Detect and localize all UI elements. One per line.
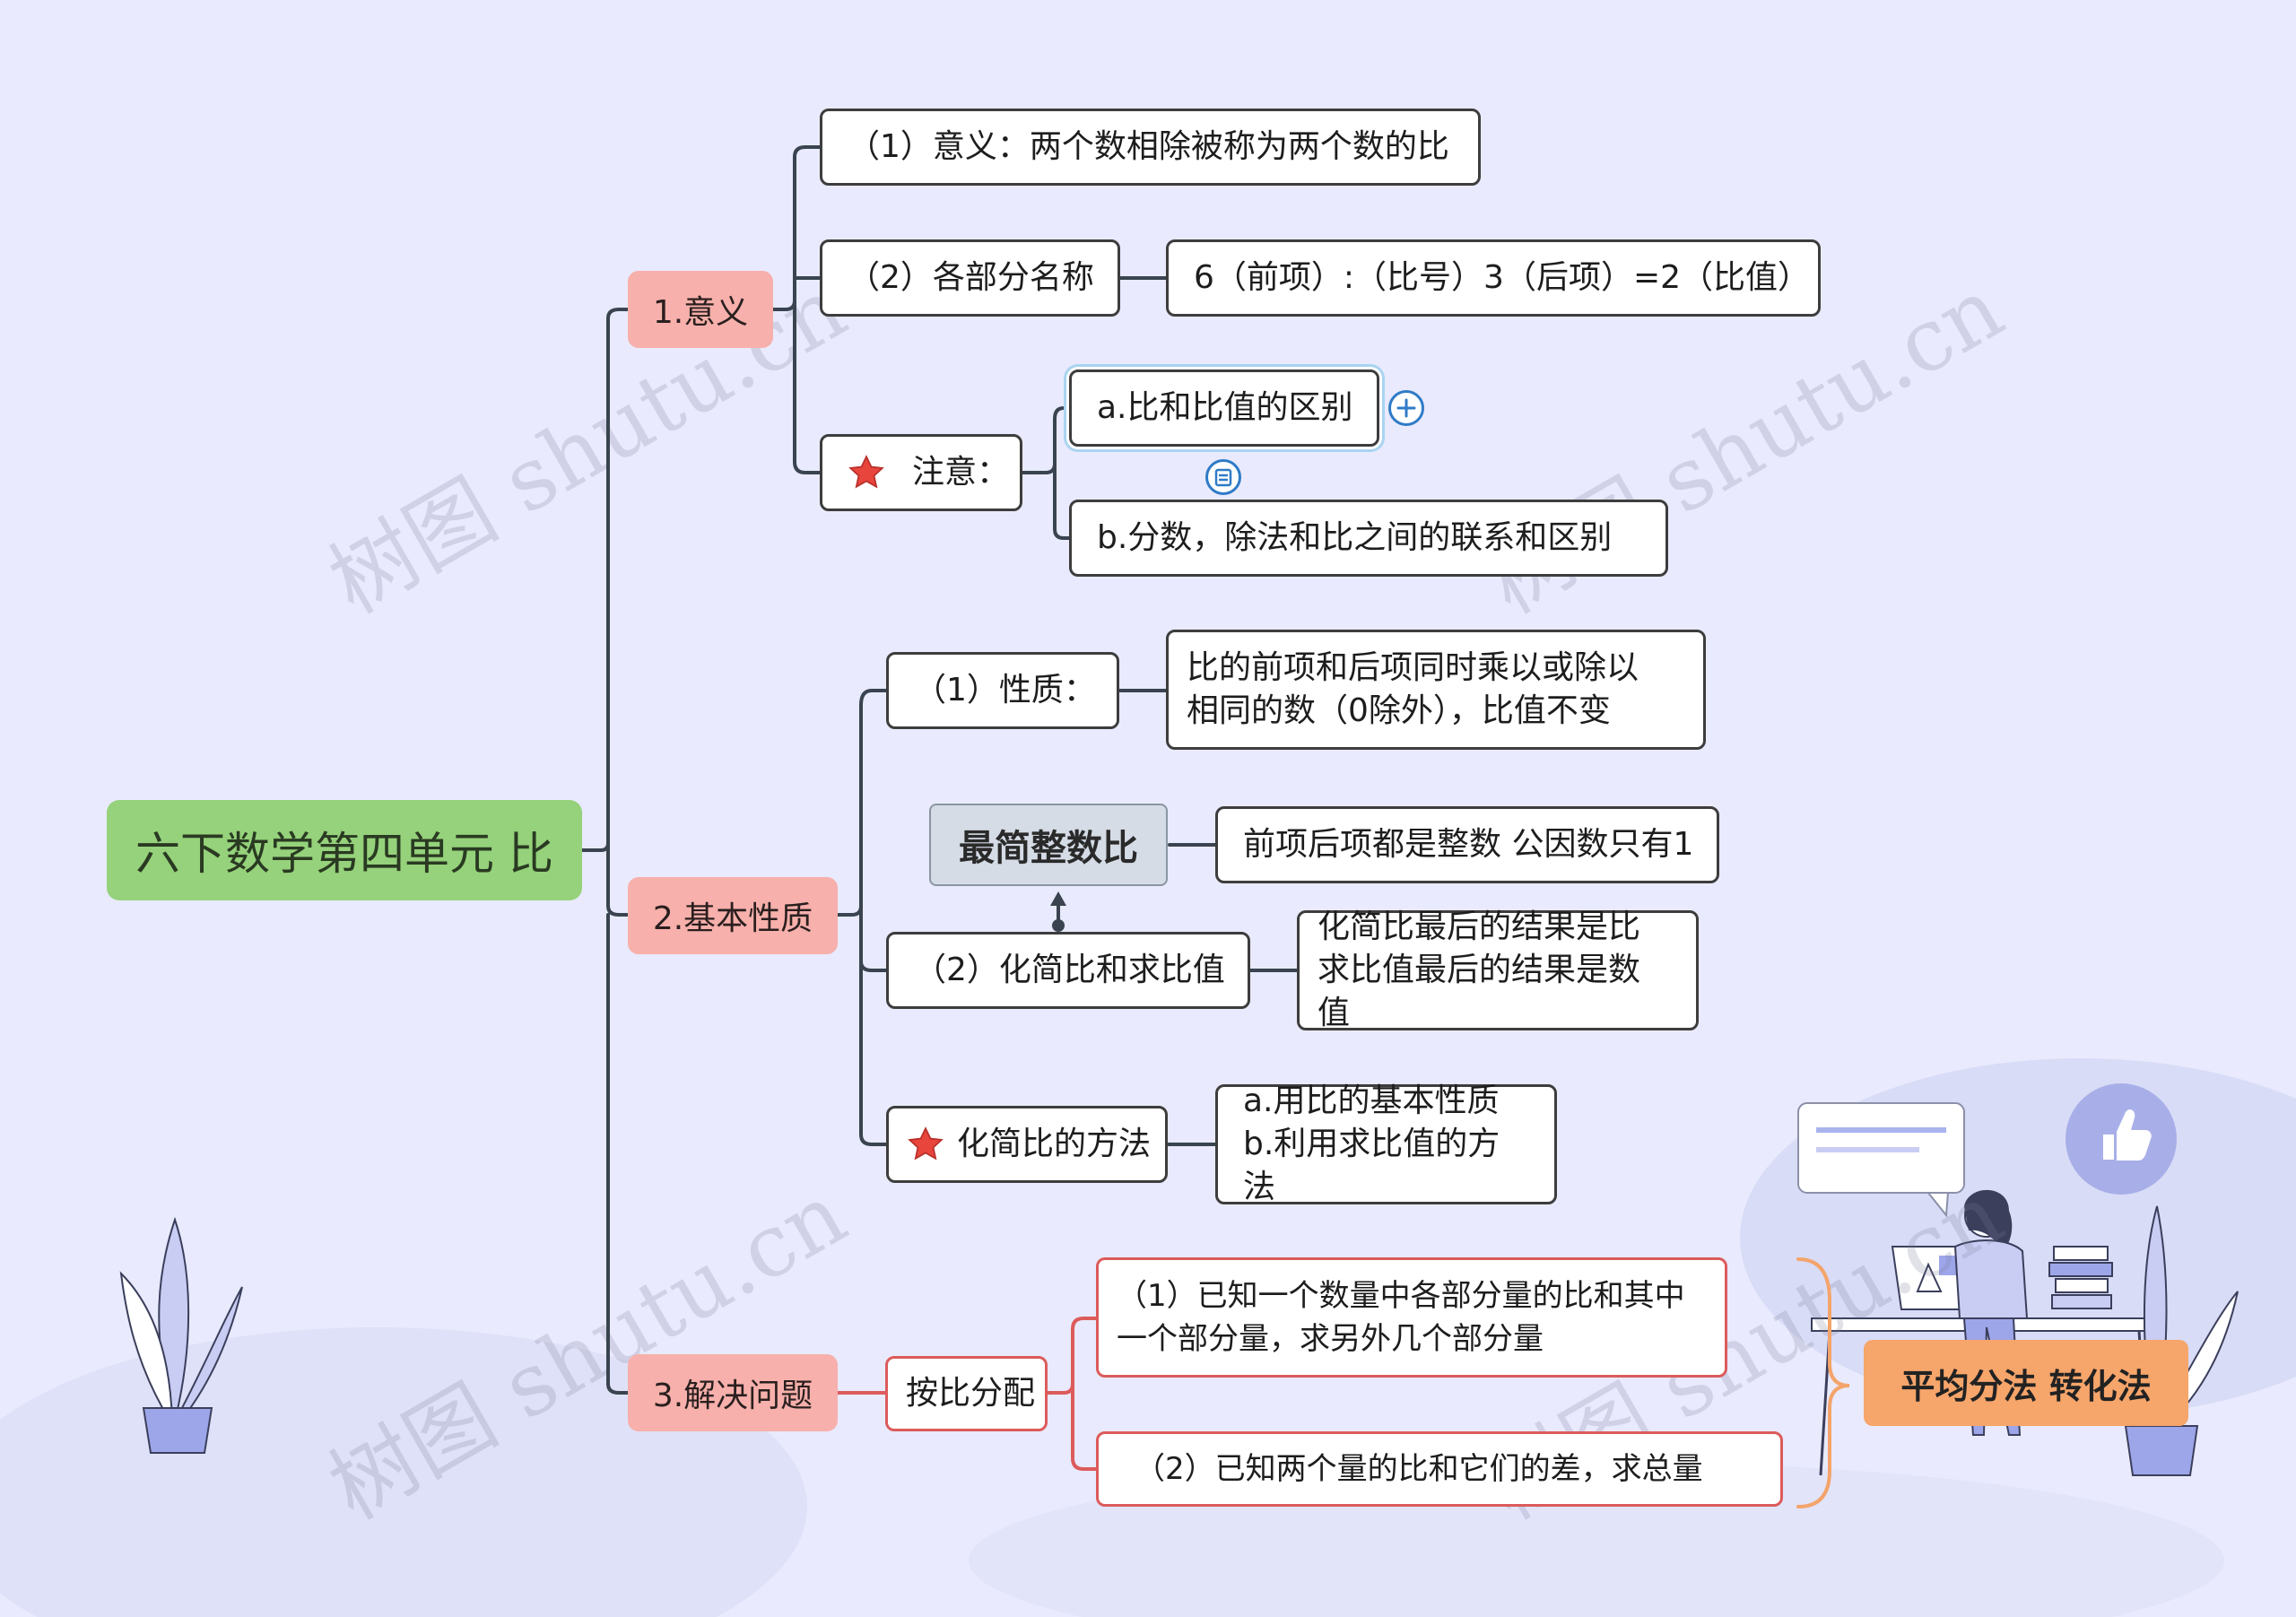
branch-basic-property[interactable]: 2.基本性质: [628, 877, 838, 954]
root-topic[interactable]: 六下数学第四单元 比: [107, 800, 582, 900]
text-line: a.用比的基本性质: [1243, 1082, 1500, 1119]
topic-simplify-detail[interactable]: 化简比最后的结果是比 求比值最后的结果是数值: [1297, 908, 1699, 1031]
topic-notice-a[interactable]: a.比和比值的区别: [1069, 369, 1379, 447]
plus-icon: [1396, 398, 1416, 418]
topic-part-names[interactable]: （2）各部分名称: [820, 239, 1120, 317]
star-icon: [908, 1126, 944, 1161]
text-block: 比的前项和后项同时乘以或除以 相同的数（0除外），比值不变: [1187, 647, 1639, 733]
topic-simplest-ratio-detail[interactable]: 前项后项都是整数 公因数只有1: [1215, 806, 1719, 883]
topic-proportional-distribution-label: 按比分配: [906, 1375, 1036, 1412]
topic-distribution-case-2[interactable]: （2）已知两个量的比和它们的差，求总量: [1096, 1431, 1783, 1507]
attachment-icon: [1214, 468, 1232, 487]
topic-distribution-case-2-label: （2）已知两个量的比和它们的差，求总量: [1135, 1451, 1703, 1487]
plant-illustration-left: [119, 1216, 243, 1454]
topic-simplify-and-ratio-value[interactable]: （2）化简比和求比值: [886, 932, 1250, 1009]
floating-topic-simplest-ratio[interactable]: 最简整数比: [929, 804, 1168, 886]
star-icon: [848, 455, 884, 489]
topic-part-names-example[interactable]: 6（前项）:（比号）3（后项）=2（比值）: [1166, 239, 1821, 317]
topic-simplify-label: （2）化简比和求比值: [914, 952, 1225, 988]
topic-notice[interactable]: 注意：: [820, 434, 1022, 511]
topic-notice-b-label: b.分数，除法和比之间的联系和区别: [1097, 519, 1613, 556]
topic-notice-a-label: a.比和比值的区别: [1097, 389, 1353, 426]
text-line: 相同的数（0除外），比值不变: [1187, 692, 1611, 729]
topic-notice-label: 注意：: [912, 454, 1010, 491]
topic-simplest-ratio-detail-label: 前项后项都是整数 公因数只有1: [1243, 826, 1694, 863]
text-line: b.利用求比值的方法: [1243, 1126, 1500, 1205]
topic-part-names-example-label: 6（前项）:（比号）3（后项）=2（比值）: [1194, 259, 1811, 296]
topic-notice-b[interactable]: b.分数，除法和比之间的联系和区别: [1069, 500, 1668, 577]
topic-distribution-case-1-label: （1）已知一个数量中各部分量的比和其中 一个部分量，求另外几个部分量: [1117, 1278, 1685, 1357]
topic-property[interactable]: （1）性质：: [886, 652, 1119, 729]
text-line: 比的前项和后项同时乘以或除以: [1187, 649, 1639, 686]
topic-part-names-label: （2）各部分名称: [848, 259, 1094, 296]
topic-definition-label: （1）意义：两个数相除被称为两个数的比: [848, 128, 1449, 165]
topic-property-label: （1）性质：: [914, 672, 1096, 709]
text-line: 求比值最后的结果是数值: [1318, 952, 1641, 1031]
topic-simplify-method[interactable]: 化简比的方法: [886, 1106, 1168, 1183]
topic-definition[interactable]: （1）意义：两个数相除被称为两个数的比: [820, 109, 1481, 186]
text-block: 化简比最后的结果是比 求比值最后的结果是数值: [1318, 906, 1671, 1035]
add-topic-button[interactable]: [1388, 390, 1424, 426]
topic-simplify-method-detail[interactable]: a.用比的基本性质 b.利用求比值的方法: [1215, 1082, 1557, 1205]
text-block: a.用比的基本性质 b.利用求比值的方法: [1243, 1080, 1529, 1209]
branch-meaning[interactable]: 1.意义: [628, 271, 773, 348]
text-line: 化简比最后的结果是比: [1318, 908, 1641, 945]
topic-distribution-case-1[interactable]: （1）已知一个数量中各部分量的比和其中 一个部分量，求另外几个部分量: [1096, 1257, 1727, 1378]
topic-simplify-method-label: 化简比的方法: [957, 1126, 1152, 1162]
attachment-button[interactable]: [1205, 459, 1241, 495]
branch-problem-solving[interactable]: 3.解决问题: [628, 1354, 838, 1431]
summary-topic[interactable]: 平均分法 转化法: [1864, 1340, 2188, 1426]
topic-property-detail[interactable]: 比的前项和后项同时乘以或除以 相同的数（0除外），比值不变: [1166, 630, 1706, 750]
topic-proportional-distribution[interactable]: 按比分配: [885, 1356, 1048, 1431]
